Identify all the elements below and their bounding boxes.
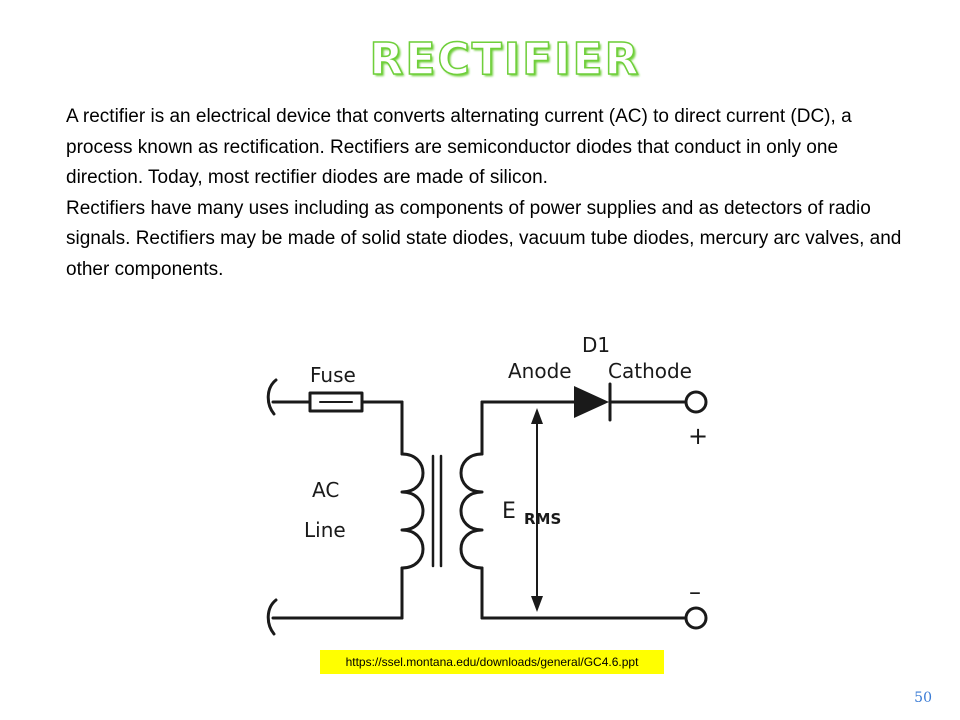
source-link[interactable]: https://ssel.montana.edu/downloads/gener… (320, 650, 664, 674)
secondary-winding (459, 452, 484, 570)
slide-title: RECTIFIER (369, 33, 641, 86)
diode-triangle (574, 386, 609, 418)
anode-label: Anode (508, 359, 572, 383)
body-text: A rectifier is an electrical device that… (66, 102, 916, 285)
rectifier-circuit-diagram: Fuse AC Line D1 Anode Cathode + – E RMS (266, 333, 708, 636)
voltage-arrow-top (531, 408, 543, 424)
ac-label: AC (312, 478, 339, 502)
cathode-label: Cathode (608, 359, 692, 383)
voltage-subscript: RMS (524, 510, 561, 528)
page-number: 50 (914, 690, 932, 706)
paragraph-definition: A rectifier is an electrical device that… (66, 106, 852, 188)
ac-input-bottom-curl (266, 598, 278, 636)
primary-winding (400, 452, 425, 570)
ac-input-top-curl (266, 378, 278, 416)
voltage-arrow-bottom (531, 596, 543, 612)
line-label: Line (304, 518, 346, 542)
paragraph-uses: Rectifiers have many uses including as c… (66, 197, 902, 280)
plus-label: + (688, 422, 708, 450)
voltage-label: E (502, 499, 516, 524)
minus-label: – (689, 578, 701, 606)
negative-terminal (684, 606, 708, 630)
positive-terminal (684, 390, 708, 414)
diode-label: D1 (582, 333, 610, 357)
fuse-label: Fuse (310, 363, 356, 387)
